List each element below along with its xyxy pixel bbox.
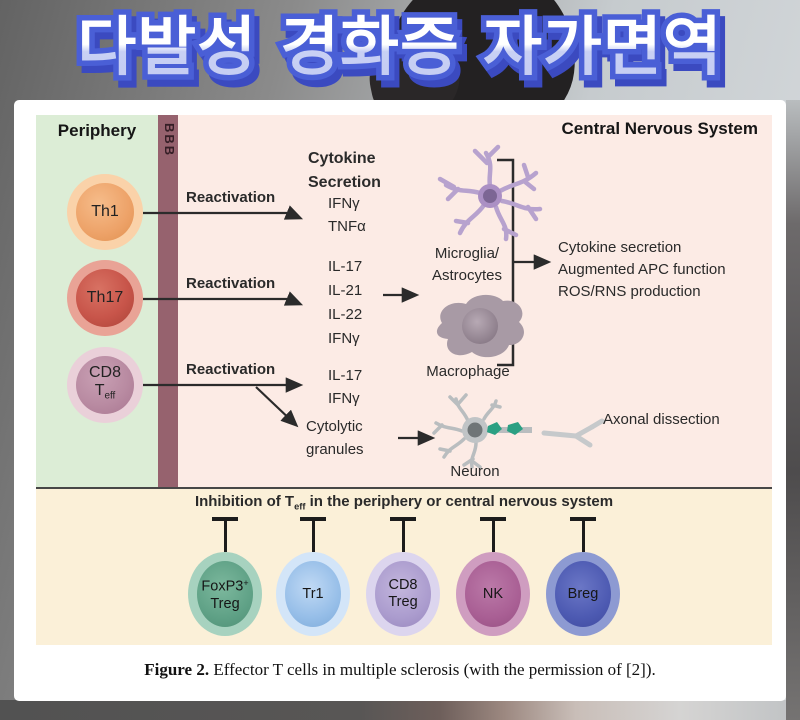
foxp3-treg-label-line1: FoxP3+ [201, 578, 249, 595]
th17-reactivation-arrow [143, 291, 304, 306]
cd8-teff-label-line1: CD8 [88, 364, 121, 382]
periphery-title: Periphery [57, 121, 137, 140]
microglia-astrocyte-icon [437, 144, 543, 242]
inhibitor-stem [401, 519, 405, 552]
th1-reactivation-arrow [143, 205, 304, 220]
photo-right-edge [786, 100, 800, 720]
reactivation-label-3: Reactivation [186, 361, 276, 378]
cd8-treg-label-line2: Treg [388, 594, 418, 610]
page-title-fill-layer: 다발성 경화증 자가면역 [20, 2, 780, 94]
inhibition-title: Inhibition of Teff in the periphery or c… [194, 493, 614, 512]
arrows-overlay [143, 158, 552, 446]
th1-cell-label: Th1 [91, 203, 119, 220]
bbb-label: BBB [162, 123, 177, 158]
myelin-damage-patch [487, 422, 502, 435]
breg-label: Breg [567, 585, 599, 602]
cd8-teff-cell: CD8 Teff [67, 347, 143, 423]
cytokine-secretion-header: Cytokine Secretion [308, 150, 381, 191]
cd8-treg-cell: CD8 Treg [366, 552, 440, 636]
inhibitor-tbar-icon [390, 517, 416, 521]
cd8-teff-label-line2: Teff [94, 382, 116, 402]
figure-card: Periphery BBB Central Nervous System [14, 100, 786, 701]
cd8-cytolytic-branch-arrow [255, 386, 299, 428]
reactivation-label-2: Reactivation [186, 275, 276, 292]
cd8-cytokines: IL-17 IFNγ [328, 367, 363, 407]
cd8-treg-label-line1: CD8 [388, 577, 418, 593]
th1-cytokines: IFNγ TNFα [328, 195, 366, 235]
axonal-dissection-label: Axonal dissection [603, 411, 720, 428]
macrophage-label: Macrophage [426, 363, 510, 380]
figure-2-diagram: Periphery BBB Central Nervous System [36, 115, 772, 645]
inhibitor-tbar-icon [480, 517, 506, 521]
microglia-astrocytes-label: Microglia/ Astrocytes [431, 245, 503, 284]
cytolytic-granules-label: Cytolytic granules [306, 418, 364, 458]
nk-label: NK [482, 585, 504, 602]
neuron-label: Neuron [450, 463, 500, 480]
blood-brain-barrier-bar [158, 115, 178, 487]
cns-effects-list: Cytokine secretion Augmented APC functio… [558, 239, 726, 300]
inhibitor-stem [581, 519, 585, 552]
th17-cell: Th17 [67, 260, 143, 336]
figure-caption-text: Effector T cells in multiple sclerosis (… [209, 660, 656, 679]
reactivation-label-1: Reactivation [186, 189, 276, 206]
cns-title: Central Nervous System [561, 119, 758, 138]
breg-cell: Breg [546, 552, 620, 636]
severed-axon-piece [541, 418, 605, 448]
inhibitor-tbar-icon [570, 517, 596, 521]
page-title-outline-layer: 다발성 경화증 자가면역 [20, 2, 780, 94]
inhibitor-stem [311, 519, 315, 552]
nk-cell: NK [456, 552, 530, 636]
inhibitor-stem [491, 519, 495, 552]
foxp3-treg-label-line2: Treg [210, 595, 240, 612]
inhibitor-tbar-icon [212, 517, 238, 521]
myelin-damage-patch [507, 422, 523, 435]
page-title-shadow-layer: 다발성 경화증 자가면역 [25, 9, 785, 101]
figure-caption-number: Figure 2. [144, 660, 210, 679]
photo-person-shoulders [0, 700, 800, 720]
th17-cell-label: Th17 [86, 289, 124, 306]
th17-cytokines: IL-17 IL-21 IL-22 IFNγ [328, 258, 363, 347]
inhibitor-stem [223, 519, 227, 552]
tr1-label: Tr1 [302, 585, 324, 602]
macrophage-icon [436, 294, 524, 358]
figure-caption: Figure 2. Effector T cells in multiple s… [14, 660, 786, 680]
inhibitor-tbar-icon [300, 517, 326, 521]
foxp3-treg-cell: FoxP3+ Treg [188, 552, 262, 636]
neuron-icon [432, 393, 605, 469]
th1-cell: Th1 [67, 174, 143, 250]
page-title: 다발성 경화증 자가면역 다발성 경화증 자가면역 다발성 경화증 자가면역 [20, 2, 780, 98]
tr1-cell: Tr1 [276, 552, 350, 636]
